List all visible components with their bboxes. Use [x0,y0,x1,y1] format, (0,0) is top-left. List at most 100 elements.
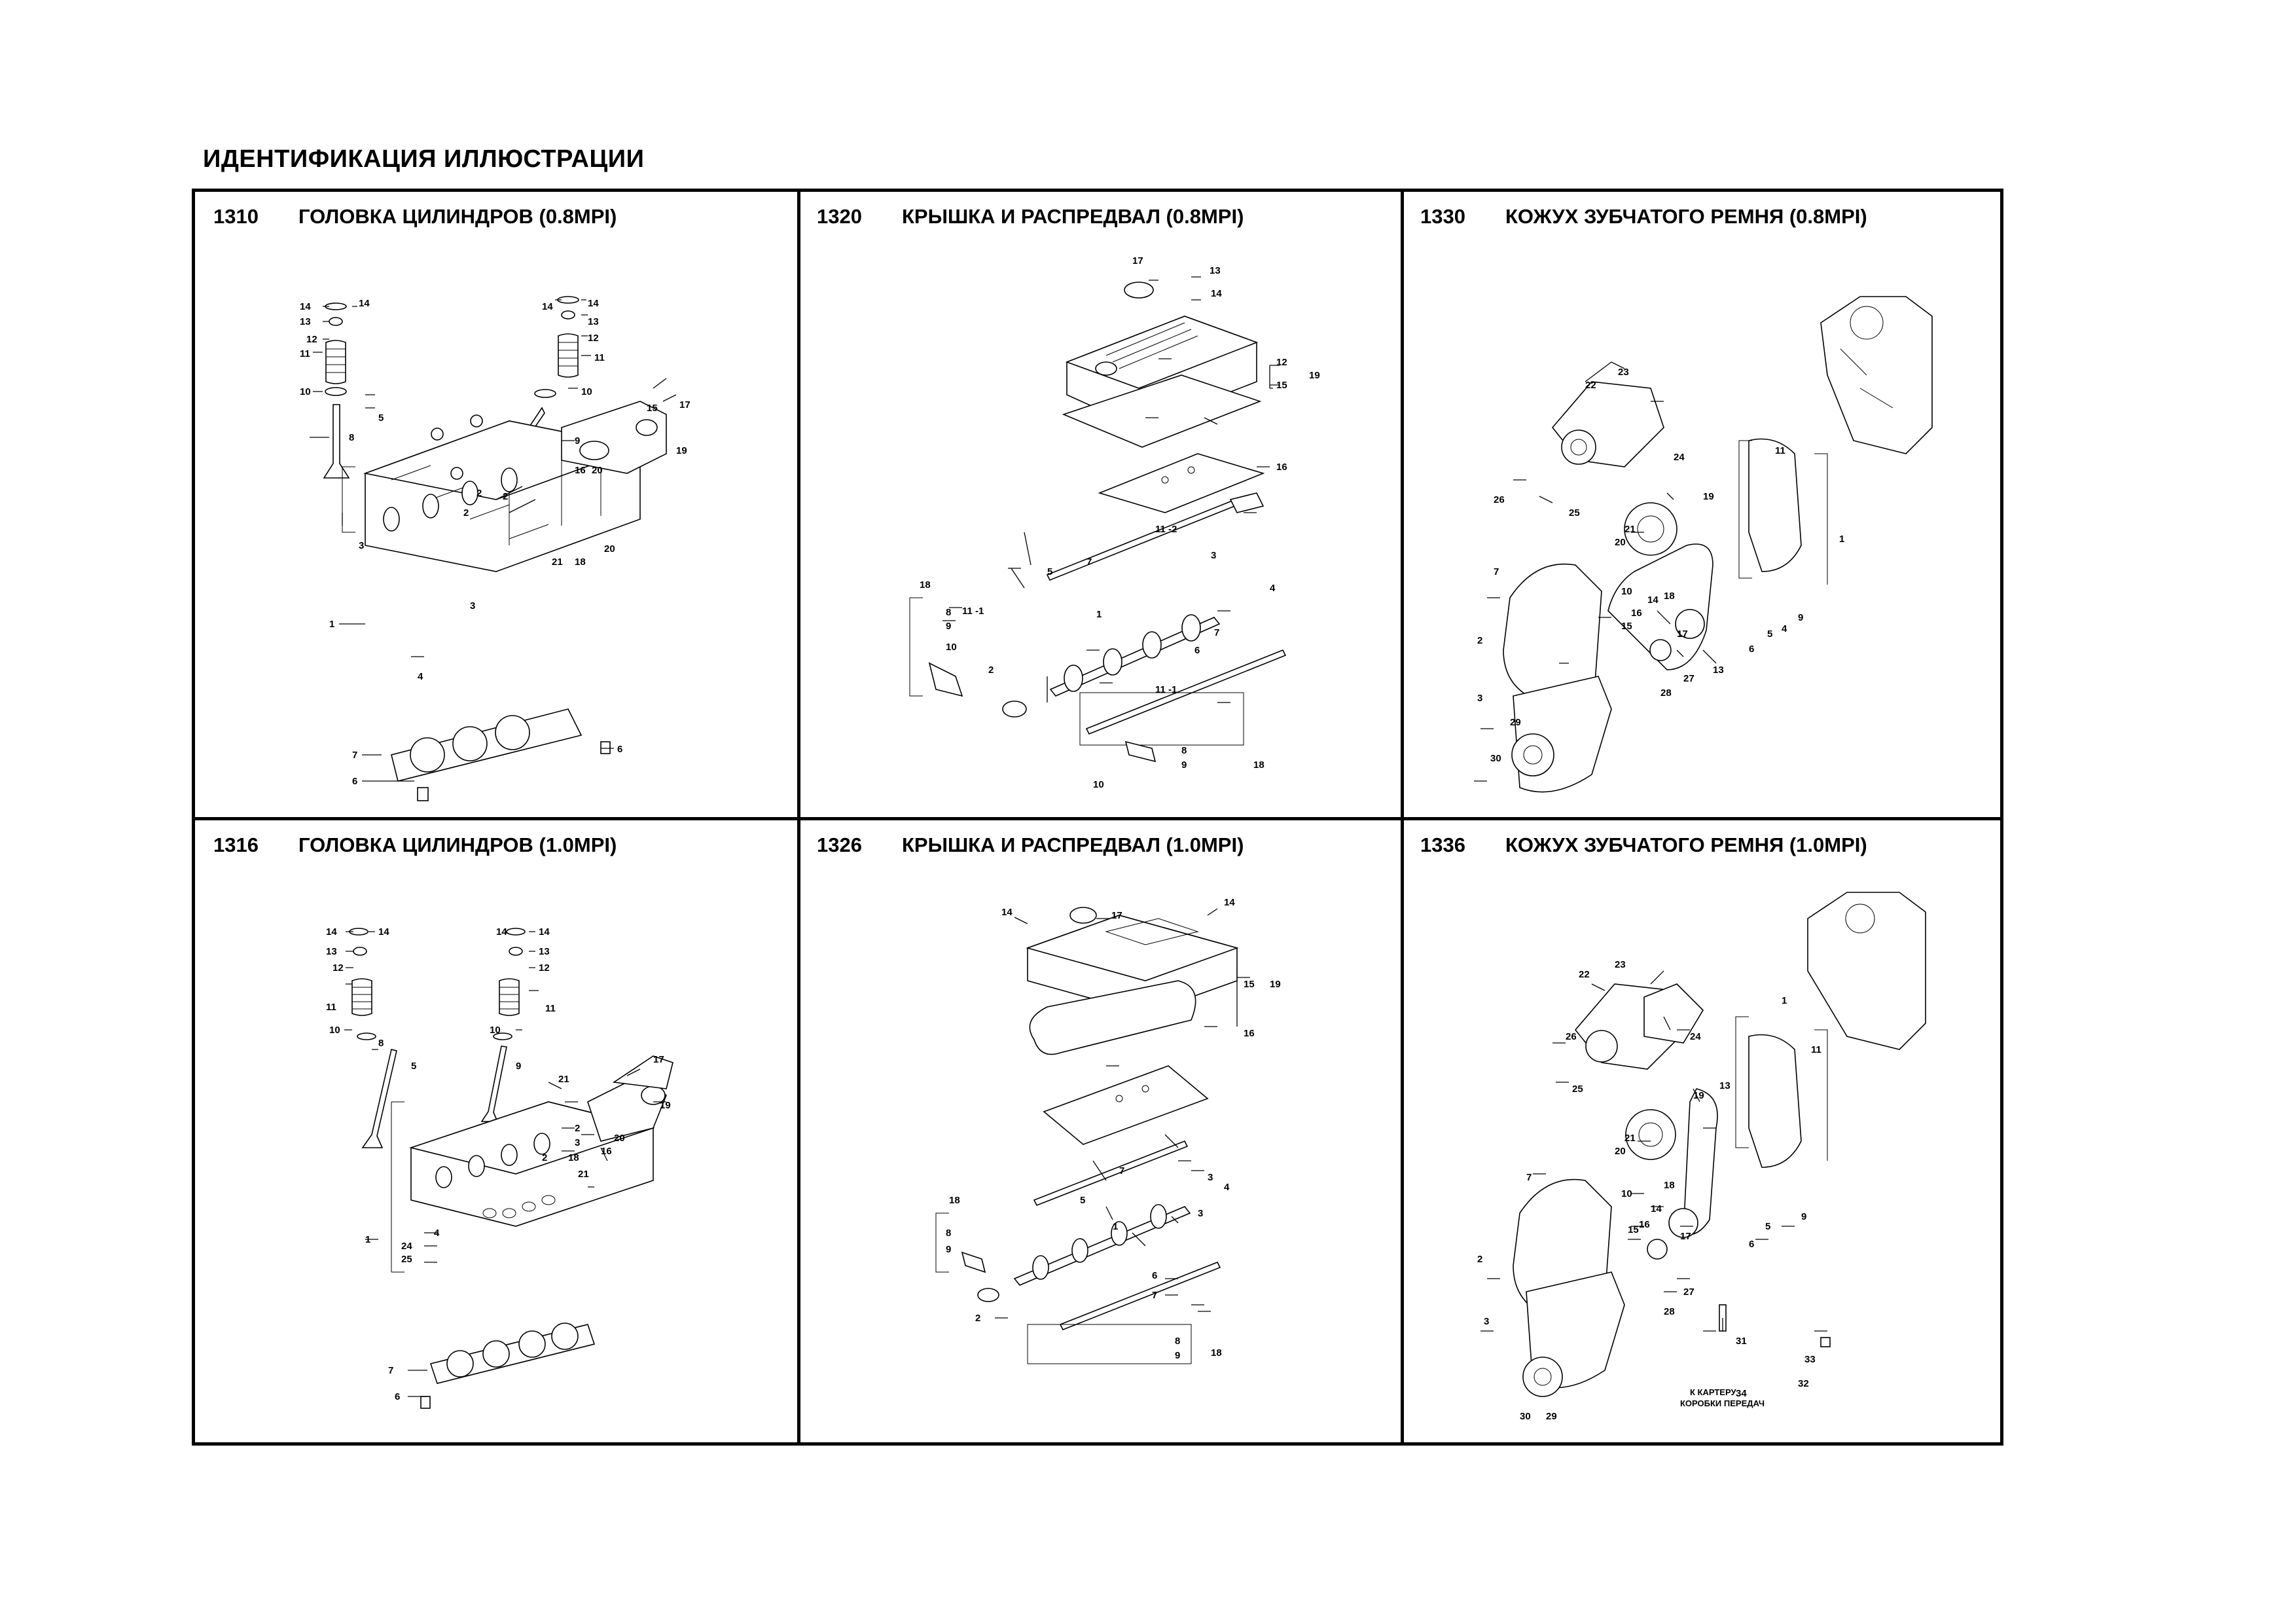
callout: 3 [1198,1208,1203,1219]
callout: 1 [1782,995,1787,1006]
callout: 20 [1615,1146,1626,1157]
callout: 16 [1639,1219,1650,1230]
rocker-cover [1026,907,1239,1055]
callout: 7 [1152,1290,1157,1301]
belt-covers [1513,1034,1831,1397]
callout: 9 [575,435,580,447]
callout: 8 [1175,1336,1180,1347]
callout: 14 [539,926,550,938]
callout: 11 -1 [962,606,984,617]
callout: 13 [1719,1080,1731,1091]
callout: 10 [329,1025,340,1036]
callout: 23 [1618,367,1629,378]
callout: 3 [470,600,475,611]
callout: 6 [1749,644,1754,655]
callout: 24 [401,1241,412,1252]
callout: 26 [1494,494,1505,505]
callout: 7 [388,1365,393,1376]
callout: 8 [946,607,951,618]
timing-belt-cover-1.0-diagram: 23 22 24 26 25 1 11 19 13 21 20 7 18 10 … [1477,892,1926,1422]
gasket-plate [1043,1065,1209,1145]
callout: 10 [300,386,311,397]
callout: 5 [1080,1195,1085,1206]
callout: 6 [395,1391,400,1402]
callout: 21 [578,1169,589,1180]
callout: 14 [542,301,553,312]
callout: 28 [1664,1306,1675,1317]
callout: 2 [1477,1254,1482,1265]
cell-code: 1326 [817,833,862,856]
cell-title: КОЖУХ ЗУБЧАТОГО РЕМНЯ (0.8MPI) [1505,205,1867,228]
callout: 34 [1736,1388,1747,1399]
callout: 7 [1526,1172,1532,1183]
head-gasket [420,1322,596,1409]
callout: 11 [1811,1044,1821,1055]
callout: 19 [1270,979,1281,990]
callout: 25 [1572,1084,1583,1095]
rocker-cover [1062,282,1262,448]
callout: 10 [946,642,957,653]
callout: 4 [434,1228,440,1239]
callout: 30 [1520,1411,1531,1422]
callout: 30 [1490,753,1501,764]
callout: 4 [418,671,423,682]
callout: 20 [604,543,615,555]
callout: 15 [1628,1224,1639,1235]
callout: 14 [300,301,311,312]
callout: 2 [1477,635,1482,646]
page-title: ИДЕНТИФИКАЦИЯ ИЛЛЮСТРАЦИИ [203,145,645,173]
callout: 21 [1624,524,1636,535]
callout: 7 [1086,556,1092,568]
callout: 6 [1749,1239,1754,1250]
cylinder-head-block [391,1101,655,1273]
callout: 8 [946,1228,951,1239]
callout: 11 [1775,445,1785,456]
callout: 28 [1660,687,1672,699]
callout: 9 [1798,612,1803,623]
callout: 14 [588,298,599,309]
timing-belt-cover-0.8-diagram: 23 22 24 26 25 11 19 21 20 1 7 10 14 18 … [1474,296,1933,793]
callout: 12 [539,962,550,974]
callout: 14 [1211,288,1222,299]
callout: 19 [1693,1090,1704,1101]
callout: 12 [1276,357,1287,368]
callout: 2 [542,1152,547,1163]
callout: 8 [378,1038,384,1049]
callout: 14 [326,926,337,938]
valve-assembly-right [480,928,526,1122]
callout: 20 [592,465,603,476]
callout: 22 [1579,969,1590,980]
callout: 29 [1546,1411,1557,1422]
belt-covers [1503,438,1802,793]
transmission-note-line2: КОРОБКИ ПЕРЕДАЧ [1680,1398,1765,1408]
cell-title: КРЫШКА И РАСПРЕДВАЛ (0.8MPI) [902,205,1244,228]
callout: 14 [1001,907,1013,918]
callout: 4 [1782,623,1787,634]
water-pump [1551,381,1664,467]
callout: 5 [411,1061,416,1072]
engine-block-outline [1807,892,1926,1050]
callout: 16 [601,1146,612,1157]
callout: 9 [1801,1211,1806,1222]
callout: 14 [1651,1203,1662,1214]
callout: 6 [617,744,622,755]
callout: 1 [329,619,334,630]
callout: 8 [349,432,354,443]
callout: 11 -1 [1155,684,1177,695]
callout: 1 [1839,534,1844,545]
cell-title: КОЖУХ ЗУБЧАТОГО РЕМНЯ (1.0MPI) [1505,833,1867,856]
callout: 14 [1224,897,1235,908]
callout: 24 [1690,1031,1701,1042]
callout: 6 [1194,645,1200,656]
